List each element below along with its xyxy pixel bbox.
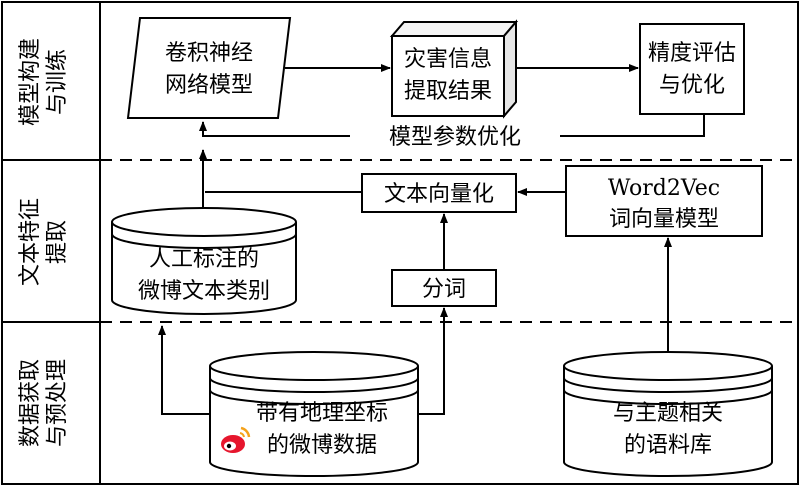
geo-weibo-label-line1: 带有地理坐标 <box>256 401 388 426</box>
arrow-geo-to-segmentation <box>418 307 448 415</box>
param-opt-label-bg <box>350 123 560 149</box>
word2vec-label-line2: 词向量模型 <box>609 207 719 232</box>
weibo-logo-icon <box>221 426 251 453</box>
band-label-feature-line2: 提取 <box>45 220 70 264</box>
param-opt-label: 模型参数优化 <box>389 125 521 150</box>
band-label-data-line2: 与预处理 <box>45 359 70 447</box>
band-label-model-line1: 模型构建 <box>18 38 43 126</box>
cnn-model-node <box>126 17 292 119</box>
labeled-categories-label-line2: 微博文本类别 <box>138 279 270 304</box>
corpus-label-line1: 与主题相关 <box>613 401 723 426</box>
band-label-feature-line1: 文本特征 <box>18 198 43 286</box>
labeled-categories-label-line1: 人工标注的 <box>149 247 259 272</box>
geo-weibo-node <box>209 351 419 477</box>
arrow-geo-to-labels <box>158 325 210 415</box>
cnn-model-label-line2: 网络模型 <box>165 73 253 98</box>
word2vec-label-line1: Word2Vec <box>608 176 720 201</box>
cnn-model-label-line1: 卷积神经 <box>165 41 253 66</box>
segmentation-label: 分词 <box>422 277 466 302</box>
accuracy-label-line2: 与优化 <box>659 73 725 98</box>
vectorize-label: 文本向量化 <box>384 182 494 207</box>
labeled-categories-node <box>111 207 297 315</box>
geo-weibo-label-line2: 的微博数据 <box>267 433 377 458</box>
band-label-model-line2: 与训练 <box>45 49 70 115</box>
disaster-info-node <box>389 19 519 119</box>
segmentation-node <box>391 269 497 307</box>
word2vec-node <box>565 165 763 237</box>
corpus-node <box>563 351 773 477</box>
accuracy-node <box>639 23 745 115</box>
band-label-data-line1: 数据获取 <box>18 359 43 447</box>
accuracy-label-line1: 精度评估 <box>648 41 736 66</box>
disaster-info-label-line1: 灾害信息 <box>404 47 492 72</box>
corpus-label-line2: 的语料库 <box>624 433 712 458</box>
disaster-info-label-line2: 提取结果 <box>404 79 492 104</box>
